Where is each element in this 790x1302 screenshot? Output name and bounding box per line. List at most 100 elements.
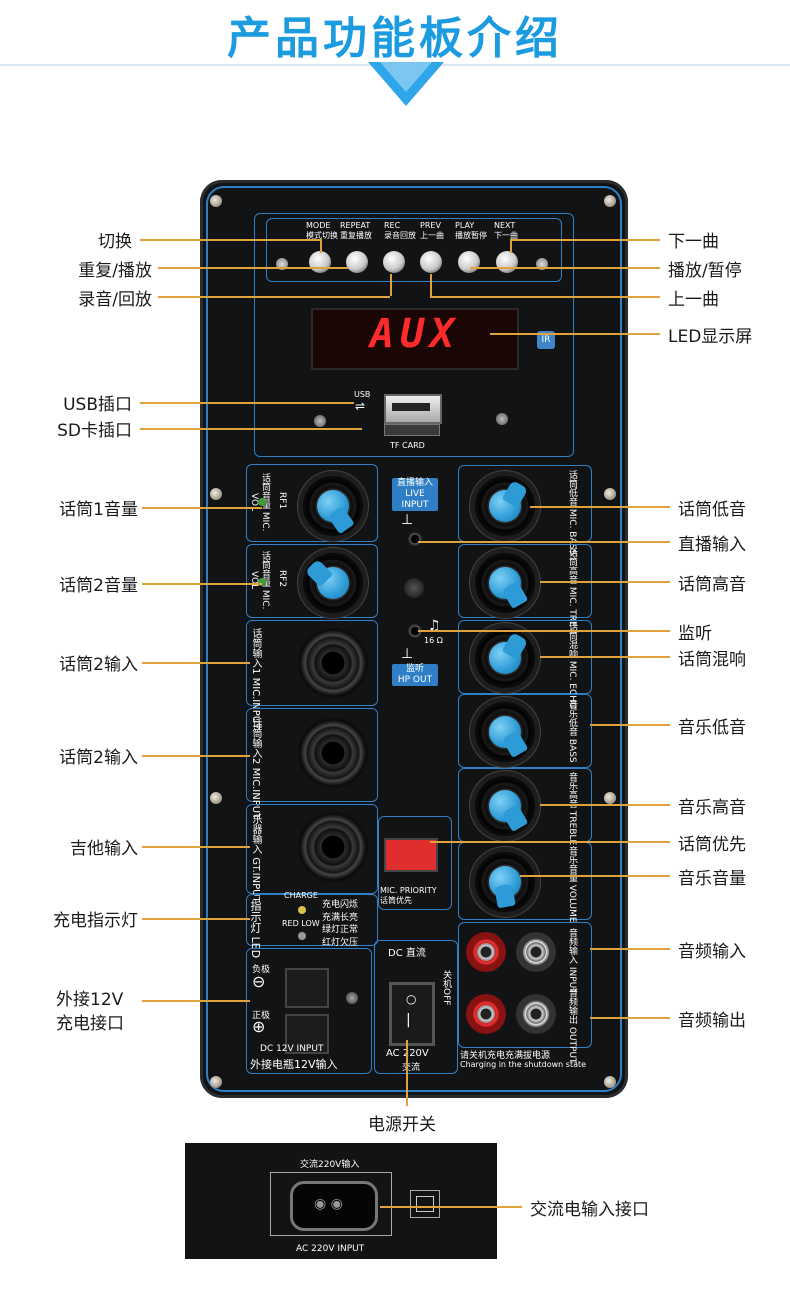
callout-mic-input1: 话筒2输入 — [59, 655, 138, 675]
callout-sd: SD卡插口 — [57, 421, 132, 441]
guitar-input-jack[interactable] — [298, 812, 368, 882]
next-button[interactable] — [496, 251, 518, 273]
mic-echo-knob[interactable] — [475, 628, 535, 688]
screw-icon — [604, 488, 616, 500]
power-switch[interactable] — [389, 982, 435, 1046]
mic2-volume-label: 话筒音量 MIC. VOL — [249, 550, 270, 610]
mic2-rf-label: RF2 — [277, 570, 287, 588]
callout-line — [470, 267, 660, 269]
usb-icon: ⇌ — [355, 399, 366, 413]
usb-port-slot — [392, 403, 430, 411]
mic-symbol-icon: ⊥ — [401, 646, 414, 662]
callout-mic-input2: 话筒2输入 — [59, 748, 138, 768]
led-display — [311, 308, 519, 370]
mic1-volume-knob[interactable] — [303, 476, 363, 536]
callout-line — [418, 630, 670, 632]
callout-line — [590, 948, 670, 950]
dc-terminal-neg[interactable] — [285, 968, 329, 1008]
mic1-volume-label: 话筒音量 MIC. VOL — [249, 472, 270, 532]
mic-input1-jack[interactable] — [298, 628, 368, 698]
mic1-volume-box — [246, 464, 378, 542]
ac-socket[interactable] — [290, 1181, 378, 1231]
play-button[interactable] — [458, 251, 480, 273]
screw-icon — [210, 792, 222, 804]
callout-line — [530, 506, 670, 508]
music-bass-knob[interactable] — [475, 702, 535, 762]
screw-icon — [604, 792, 616, 804]
repeat-button[interactable] — [346, 251, 368, 273]
dc-terminal-pos[interactable] — [285, 1014, 329, 1054]
hp-out-jack[interactable] — [408, 624, 422, 638]
redlow-label-en: RED LOW — [282, 919, 320, 928]
callout-line — [430, 274, 432, 296]
callout-dc12v: 外接12V — [56, 990, 124, 1010]
charge-note-2: 绿灯正常红灯欠压 — [322, 925, 359, 948]
mode-button[interactable] — [309, 251, 331, 273]
tf-card-slot[interactable] — [384, 424, 440, 436]
callout-mode: 切换 — [98, 232, 132, 252]
callout-line — [142, 755, 250, 757]
audio-output-white-jack[interactable] — [516, 994, 556, 1034]
screw-icon — [346, 992, 358, 1004]
music-treble-knob[interactable] — [475, 776, 535, 836]
led-display-text: AUX — [370, 311, 461, 357]
prev-button[interactable] — [420, 251, 442, 273]
charging-note-en: Charging in the shutdown state — [460, 1060, 587, 1069]
callout-music-volume: 音乐音量 — [678, 869, 746, 889]
mic-input2-jack[interactable] — [298, 718, 368, 788]
screw-icon — [210, 195, 222, 207]
callout-line — [510, 239, 512, 253]
mic-bass-label: 话筒低音 MIC. BASS — [567, 470, 577, 556]
callout-mic2-vol: 话筒2音量 — [59, 576, 138, 596]
screw-icon — [604, 195, 616, 207]
callout-music-treble: 音乐高音 — [678, 798, 746, 818]
callout-charge-port: 充电接口 — [56, 1014, 124, 1034]
audio-input-red-jack[interactable] — [466, 932, 506, 972]
off-label: 关机OFF — [441, 970, 451, 1006]
mic2-volume-box — [246, 544, 378, 618]
callout-mic-echo: 话筒混响 — [678, 650, 746, 670]
callout-line — [390, 274, 392, 296]
callout-line — [158, 296, 390, 298]
rec-button[interactable] — [383, 251, 405, 273]
mic-treble-knob[interactable] — [475, 553, 535, 613]
callout-usb: USB插口 — [63, 395, 132, 415]
mic-input2-label: 话筒输入2 MIC.INPUT — [250, 718, 261, 820]
ac-inset-bottom-label: AC 220V INPUT — [296, 1244, 365, 1254]
mic-priority-switch[interactable] — [384, 838, 438, 872]
mic-treble-label: 话筒高音 MIC. TRE — [567, 548, 577, 627]
power-box — [374, 940, 458, 1074]
callout-line — [540, 804, 670, 806]
callout-charge-led: 充电指示灯 — [53, 911, 138, 931]
hp-ohm-label: 16 Ω — [424, 636, 443, 645]
mic1-rf-label: RF1 — [277, 492, 287, 510]
power-off-icon: ○ — [406, 992, 417, 1006]
audio-output-red-jack[interactable] — [466, 994, 506, 1034]
rca-box — [458, 922, 592, 1048]
callout-line — [430, 296, 660, 298]
mic2-volume-knob[interactable] — [303, 553, 363, 613]
dc-input-en: DC 12V INPUT — [260, 1044, 324, 1054]
screw-icon — [496, 413, 508, 425]
usb-label: USB — [354, 390, 371, 399]
audio-input-label: 音频输入 INPUT — [567, 928, 577, 994]
music-volume-knob[interactable] — [475, 852, 535, 912]
callout-play: 播放/暂停 — [668, 261, 742, 281]
callout-line — [540, 581, 670, 583]
callout-mic1-vol: 话筒1音量 — [59, 500, 138, 520]
audio-output-label: 音频输出 OUTPUT — [567, 988, 577, 1064]
charging-note-cn: 请关机充电充满拔电源 — [460, 1051, 551, 1061]
screw-icon — [210, 1076, 222, 1088]
music-treble-label: 音乐高音 TREBLE — [567, 772, 577, 846]
screw-icon — [314, 415, 326, 427]
callout-line — [590, 724, 670, 726]
audio-input-white-jack[interactable] — [516, 932, 556, 972]
mic-symbol-icon: ⊥ — [401, 512, 414, 528]
callout-mic-treble: 话筒高音 — [678, 575, 746, 595]
mic-bass-knob[interactable] — [475, 476, 535, 536]
callout-power-switch: 电源开关 — [368, 1115, 436, 1135]
live-input-jack[interactable] — [408, 532, 422, 546]
tf-card-label: TF CARD — [390, 441, 425, 450]
